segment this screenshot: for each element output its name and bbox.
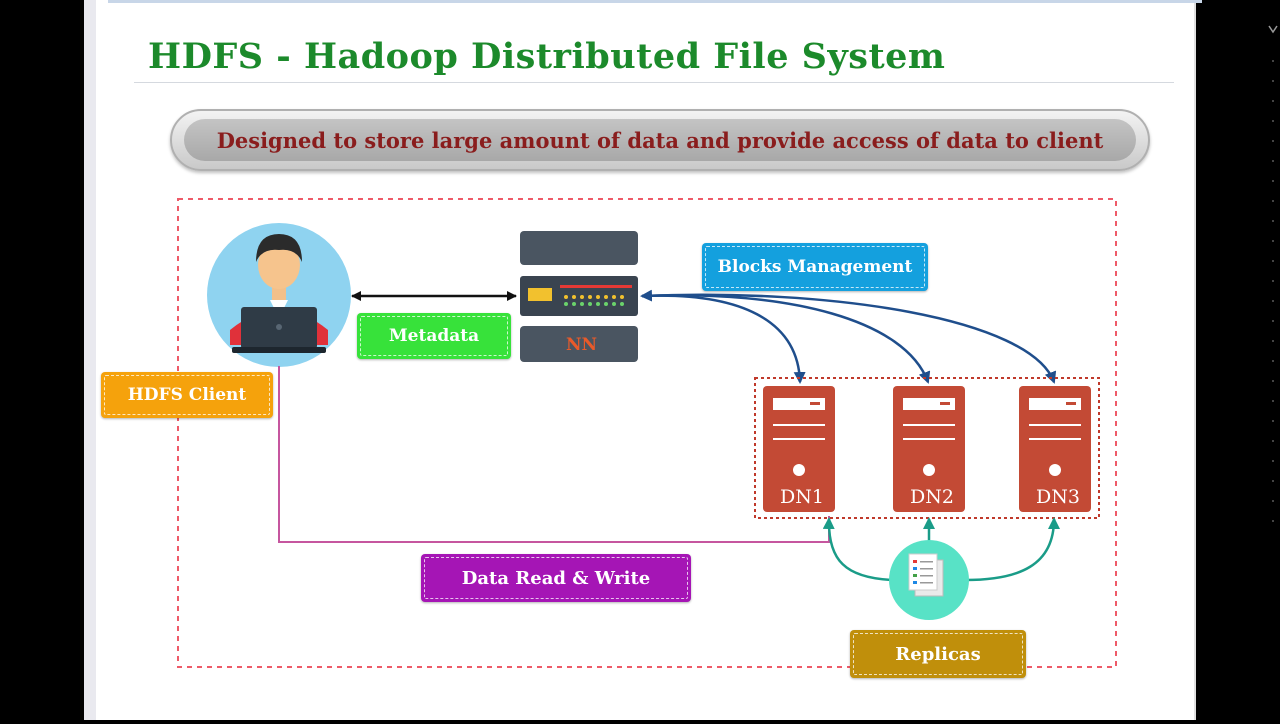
cluster-boundary [177, 198, 1117, 668]
hdfs-client-tag: HDFS Client [101, 372, 273, 418]
replicas-label: Replicas [895, 643, 981, 665]
hdfs-client-label: HDFS Client [127, 385, 247, 405]
data-read-write-line [278, 366, 830, 543]
description-banner: Designed to store large amount of data a… [170, 109, 1150, 171]
data-read-write-tag: Data Read & Write [421, 554, 691, 602]
blocks-management-tag: Blocks Management [702, 243, 928, 291]
banner-inner: Designed to store large amount of data a… [184, 119, 1136, 161]
slide: HDFS - Hadoop Distributed File System De… [84, 0, 1202, 720]
block-management-arrows [640, 289, 1057, 384]
slide-title: HDFS - Hadoop Distributed File System [148, 36, 946, 77]
title-divider [134, 82, 1174, 83]
namenode-server-icon [520, 231, 638, 362]
client-avatar-icon [207, 223, 351, 367]
metadata-tag: Metadata [357, 313, 511, 359]
datanode-server-icon [1019, 386, 1091, 512]
replica-document-icon [889, 540, 969, 620]
blocks-management-label: Blocks Management [717, 257, 913, 277]
replicas-tag: Replicas [850, 630, 1026, 678]
banner-text: Designed to store large amount of data a… [216, 127, 1104, 153]
datanode-2-label: DN2 [910, 486, 954, 508]
datanode-server-icon [893, 386, 965, 512]
top-accent-line [108, 0, 1202, 3]
namenode-label: NN [566, 335, 598, 355]
window-scrollbar[interactable] [1266, 0, 1280, 720]
datanode-1-label: DN1 [780, 486, 824, 508]
datanode-3-label: DN3 [1036, 486, 1080, 508]
datanode-server-icon [763, 386, 835, 512]
data-read-write-label: Data Read & Write [461, 567, 651, 589]
metadata-label: Metadata [388, 326, 480, 346]
